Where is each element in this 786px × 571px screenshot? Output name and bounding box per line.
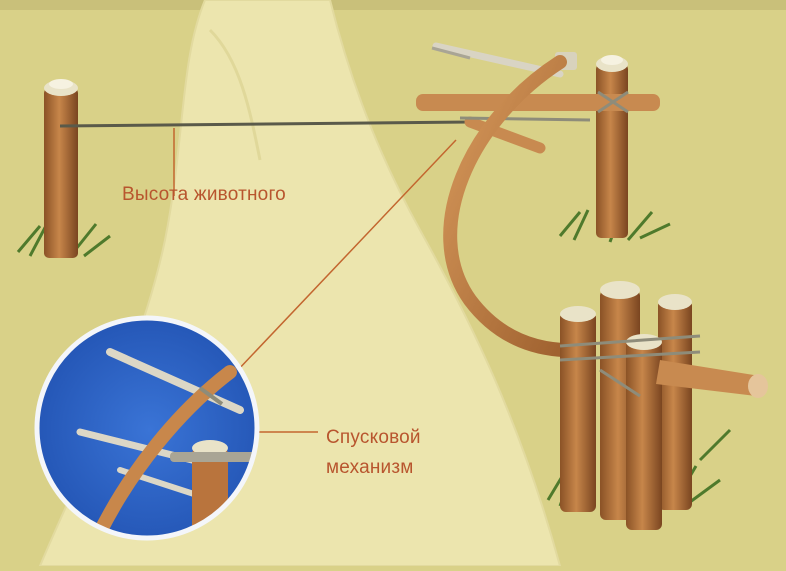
label-trigger-line1: Спусковой [326,423,421,453]
label-animal-height: Высота животного [122,184,286,206]
top-edge [0,0,786,10]
label-trigger-mechanism: Спусковой механизм [326,423,421,483]
label-trigger-line2: механизм [326,453,421,483]
